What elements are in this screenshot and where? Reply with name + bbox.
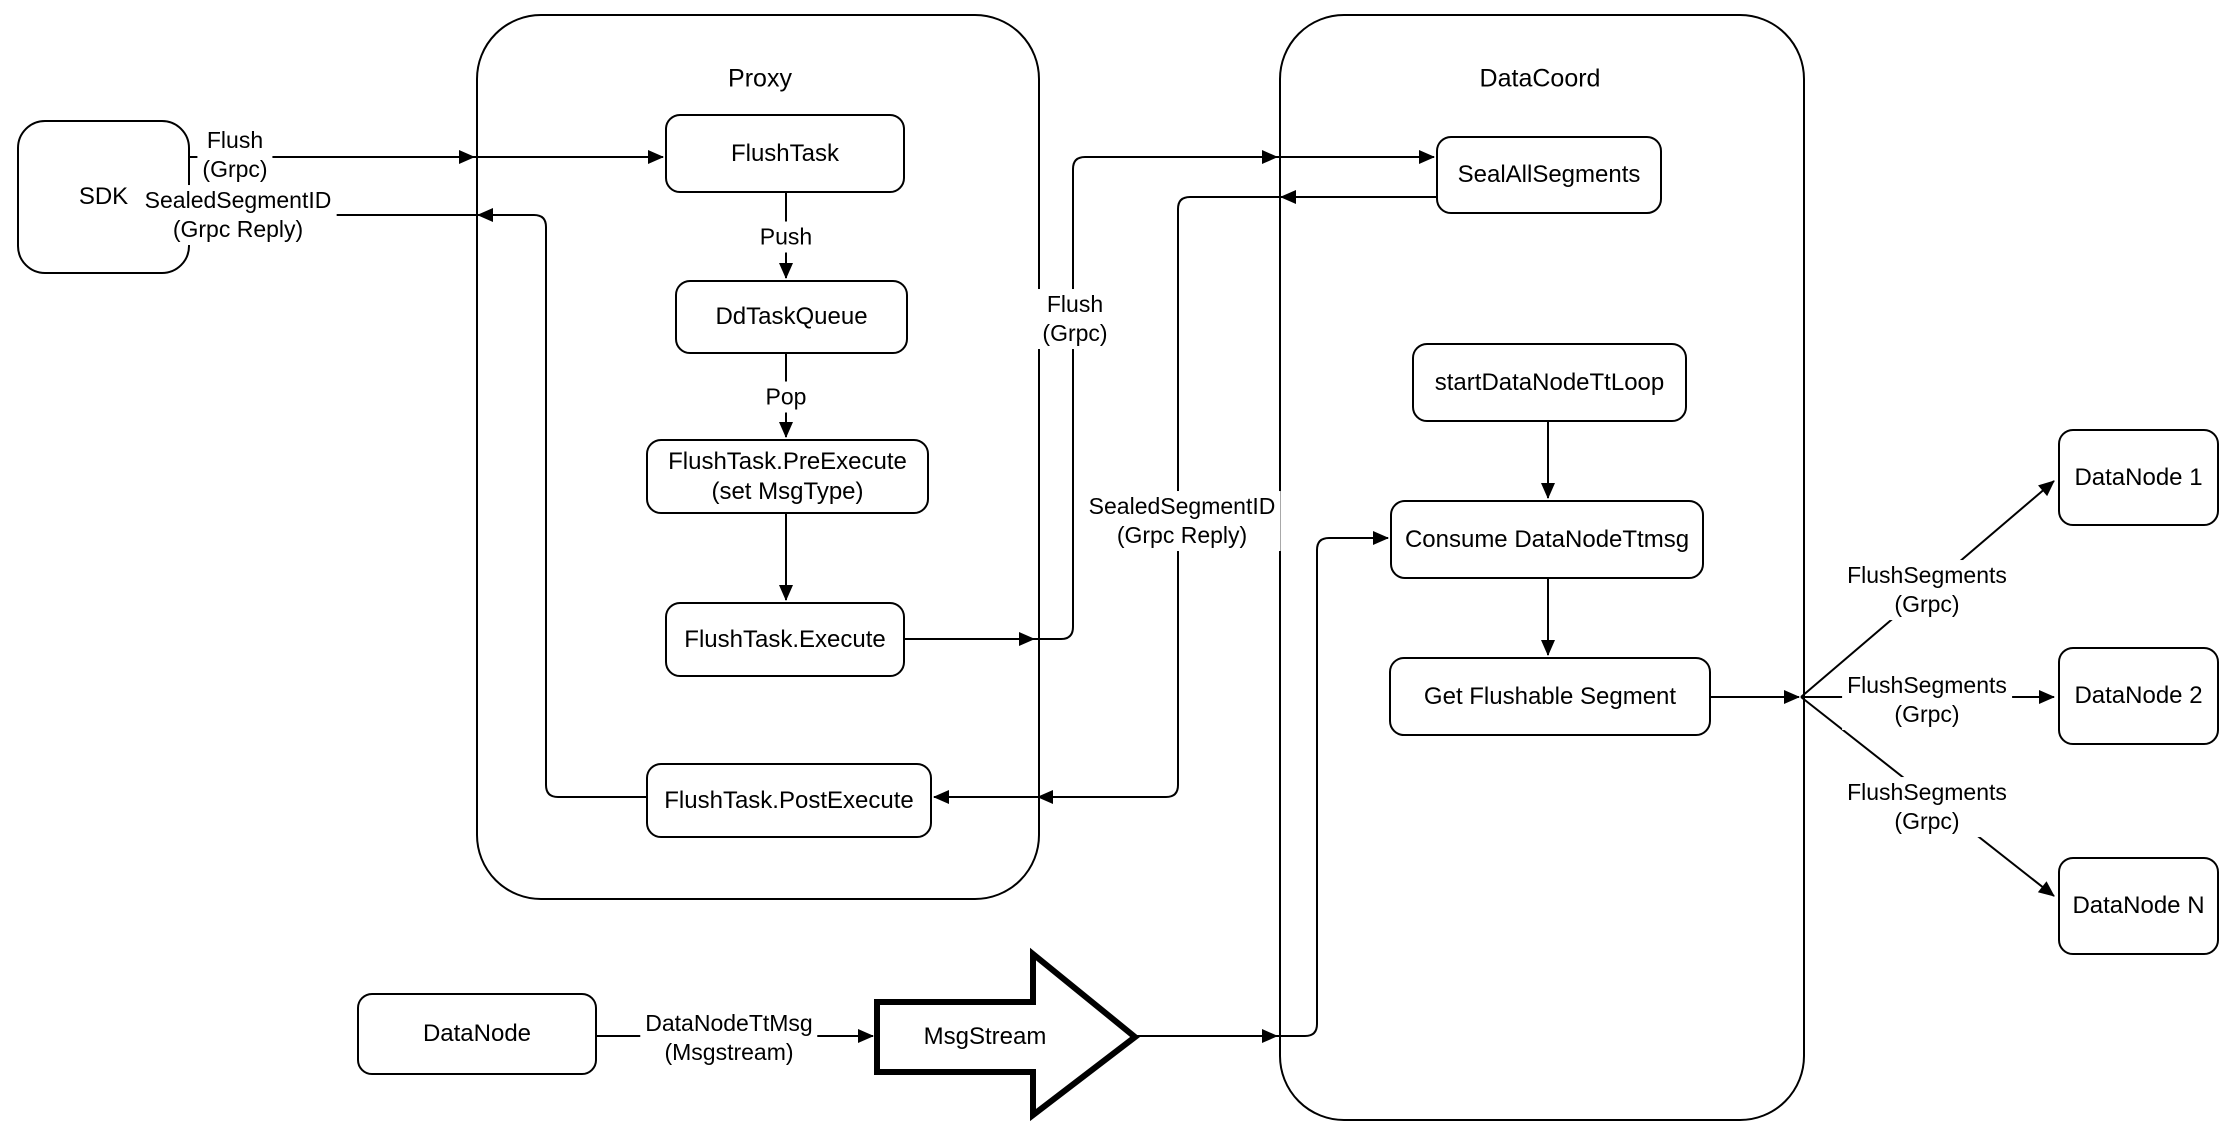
edge-label-flushsegments-2: FlushSegments (Grpc) bbox=[1842, 670, 2012, 730]
edge-label-push: Push bbox=[754, 221, 818, 253]
proxy-container bbox=[476, 14, 1040, 900]
edge-label-flushsegments-3: FlushSegments (Grpc) bbox=[1842, 777, 2012, 837]
edge-postexecute-up-to-proxy-edge bbox=[477, 208, 646, 798]
edge-label-flush-sdk: Flush (Grpc) bbox=[197, 125, 273, 185]
node-sealallsegments: SealAllSegments bbox=[1436, 136, 1662, 214]
node-consume-datanodettmsg: Consume DataNodeTtmsg bbox=[1390, 500, 1704, 579]
node-flushtask-postexecute: FlushTask.PostExecute bbox=[646, 763, 932, 838]
proxy-container-title: Proxy bbox=[728, 64, 792, 93]
node-flushtask: FlushTask bbox=[665, 114, 905, 193]
datacoord-container bbox=[1279, 14, 1805, 1121]
edge-label-sealedsegmentid-mid: SealedSegmentID (Grpc Reply) bbox=[1083, 491, 1281, 551]
node-datanode-2: DataNode 2 bbox=[2058, 647, 2219, 745]
node-datanode-n: DataNode N bbox=[2058, 857, 2219, 955]
node-flushtask-execute: FlushTask.Execute bbox=[665, 602, 905, 677]
edge-label-pop: Pop bbox=[760, 381, 812, 413]
edge-label-datanodettmsg: DataNodeTtMsg (Msgstream) bbox=[640, 1008, 818, 1068]
edge-label-flush-mid: Flush (Grpc) bbox=[1037, 289, 1113, 349]
node-flushtask-preexecute: FlushTask.PreExecute (set MsgType) bbox=[646, 439, 929, 514]
msgstream-arrow-label: MsgStream bbox=[923, 1023, 1047, 1050]
node-get-flushable-segment: Get Flushable Segment bbox=[1389, 657, 1711, 736]
msgstream-arrow-shape bbox=[874, 947, 1140, 1122]
edge-msgstream-up-to-consume bbox=[1277, 531, 1389, 1037]
node-startdatanodettloop: startDataNodeTtLoop bbox=[1412, 343, 1687, 422]
edge-label-sealedsegmentid-sdk: SealedSegmentID (Grpc Reply) bbox=[139, 185, 337, 245]
edge-flush-up-to-datacoord-edge bbox=[1034, 150, 1278, 640]
node-datanode: DataNode bbox=[357, 993, 597, 1075]
datacoord-container-title: DataCoord bbox=[1479, 64, 1601, 93]
edge-label-flushsegments-1: FlushSegments (Grpc) bbox=[1842, 560, 2012, 620]
node-ddtaskqueue: DdTaskQueue bbox=[675, 280, 908, 354]
node-datanode-1: DataNode 1 bbox=[2058, 429, 2219, 526]
